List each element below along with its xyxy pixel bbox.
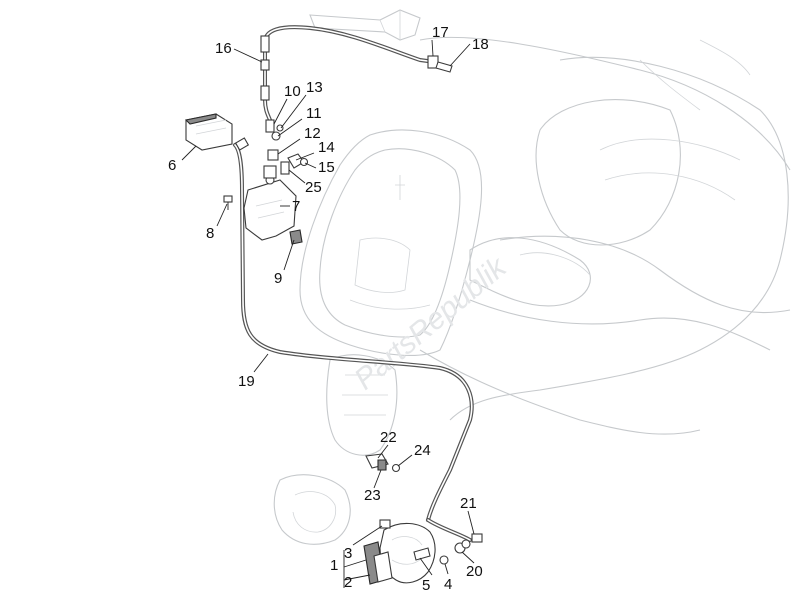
bleed-screw-part-4 [439,555,449,565]
callout-21: 21 [460,495,477,512]
callout-14: 14 [318,139,335,156]
callout-25: 25 [305,179,322,196]
seal-part-13 [276,124,284,132]
brake-pads-part-2 [363,541,393,585]
bolt-part-18 [435,61,453,73]
callout-labels: 16 10 13 11 12 14 15 25 6 7 8 9 17 18 19… [168,24,489,594]
watermark-text: PartsRepublik [348,250,514,397]
callout-12: 12 [304,125,321,142]
bolt-part-21 [471,533,483,543]
nut-part-15 [299,157,309,167]
callout-7: 7 [292,198,300,215]
callout-20: 20 [466,563,483,580]
fitting-part-12 [267,149,279,161]
callout-4: 4 [444,576,452,593]
callout-11: 11 [306,105,322,122]
callout-19: 19 [238,373,255,390]
leader-lines [181,39,475,588]
callout-6: 6 [168,157,176,174]
callout-8: 8 [206,225,214,242]
pin-part-3 [379,519,391,529]
washer-part-11 [271,131,281,141]
main-brake-hose [233,137,474,542]
scooter-body-outline [419,36,791,435]
callout-5: 5 [422,577,430,594]
callout-18: 18 [472,36,489,53]
callout-2: 2 [344,574,352,591]
banjo-part-20 [454,539,471,554]
callout-16: 16 [215,40,232,57]
callout-22: 22 [380,429,397,446]
sleeve-part-25 [280,161,290,175]
callout-13: 13 [306,79,323,96]
banjo-bolt-part-10 [265,119,275,133]
bracket-part-7 [243,165,297,241]
callout-17: 17 [432,24,449,41]
callout-24: 24 [414,442,431,459]
callout-15: 15 [318,159,335,176]
callout-9: 9 [274,270,282,287]
brake-lever-outline [309,9,421,41]
callout-23: 23 [364,487,381,504]
clip-part-23 [377,459,387,471]
clip-part-9 [289,229,303,245]
screw-part-8 [223,195,233,210]
callout-1: 1 [330,557,338,574]
callout-10: 10 [284,83,301,100]
bolt-part-5 [413,547,431,561]
control-module-part-6 [184,113,233,151]
callout-3: 3 [344,545,352,562]
screw-part-24 [391,463,401,473]
legshield-frame-outline [299,129,483,356]
upper-brake-hose [260,25,437,122]
